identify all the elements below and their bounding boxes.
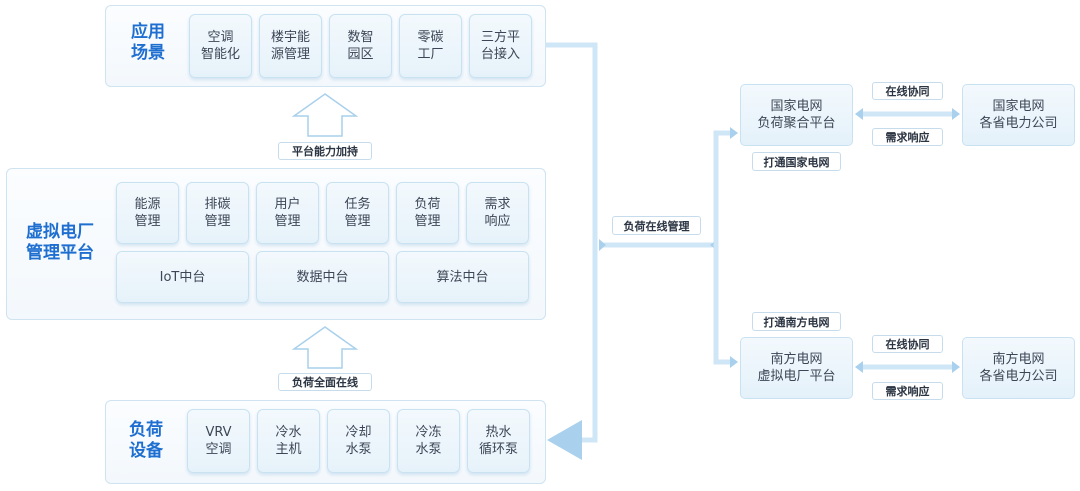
scenario-zero-carbon-factory[interactable]: 零碳 工厂 — [399, 14, 462, 78]
scenario-smart-park[interactable]: 数智 园区 — [329, 14, 392, 78]
scenario-third-party-access[interactable]: 三方平 台接入 — [469, 14, 532, 78]
state-grid-platform[interactable]: 国家电网 负荷聚合平台 — [740, 84, 853, 146]
device-chiller[interactable]: 冷水 主机 — [257, 409, 320, 473]
state-grid-arrow-left — [855, 108, 863, 120]
algorithm-middle-platform[interactable]: 算法中台 — [396, 251, 529, 303]
southern-grid-companies[interactable]: 南方电网 各省电力公司 — [962, 337, 1075, 399]
southern-grid-arrow-left — [855, 361, 863, 373]
southern-grid-platform[interactable]: 南方电网 虚拟电厂平台 — [740, 337, 853, 399]
southern-grid-response-label: 需求响应 — [872, 382, 943, 400]
state-grid-arrow-right — [952, 108, 960, 120]
module-energy-management[interactable]: 能源 管理 — [116, 182, 179, 244]
southern-grid-collab-label: 在线协同 — [872, 335, 943, 353]
state-grid-collab-label: 在线协同 — [872, 82, 943, 100]
load-up-arrow — [291, 326, 359, 369]
state-grid-companies[interactable]: 国家电网 各省电力公司 — [962, 84, 1075, 146]
load-online-label: 负荷全面在线 — [278, 373, 372, 391]
data-middle-platform[interactable]: 数据中台 — [256, 251, 389, 303]
bracket-arrow-top — [730, 127, 738, 139]
devices-title: 负荷 设备 — [129, 420, 163, 462]
state-grid-connect-label: 打通国家电网 — [752, 152, 841, 171]
vpp-title: 虚拟电厂 管理平台 — [26, 222, 94, 264]
module-demand-response[interactable]: 需求 响应 — [466, 182, 529, 244]
load-management-label: 负荷在线管理 — [612, 216, 701, 235]
platform-support-label: 平台能力加持 — [278, 142, 372, 160]
device-hot-water-pump[interactable]: 热水 循环泵 — [467, 409, 530, 473]
device-chilled-water-pump[interactable]: 冷冻 水泵 — [397, 409, 460, 473]
module-carbon-management[interactable]: 排碳 管理 — [186, 182, 249, 244]
module-load-management[interactable]: 负荷 管理 — [396, 182, 459, 244]
scenarios-title: 应用 场景 — [131, 22, 165, 64]
device-cooling-pump[interactable]: 冷却 水泵 — [327, 409, 390, 473]
scenario-ac-intelligence[interactable]: 空调 智能化 — [189, 14, 252, 78]
southern-grid-connect-label: 打通南方电网 — [752, 312, 841, 331]
iot-middle-platform[interactable]: IoT中台 — [116, 251, 249, 303]
management-arrow-left — [599, 239, 606, 251]
trunk-line — [546, 42, 598, 460]
southern-grid-arrow-right — [952, 361, 960, 373]
grid-bracket — [713, 130, 735, 365]
bracket-arrow-bottom — [730, 356, 738, 368]
module-task-management[interactable]: 任务 管理 — [326, 182, 389, 244]
module-user-management[interactable]: 用户 管理 — [256, 182, 319, 244]
scenario-building-energy[interactable]: 楼宇能 源管理 — [259, 14, 322, 78]
state-grid-response-label: 需求响应 — [872, 128, 943, 146]
device-vrv-ac[interactable]: VRV 空调 — [187, 409, 250, 473]
platform-up-arrow — [291, 93, 359, 137]
